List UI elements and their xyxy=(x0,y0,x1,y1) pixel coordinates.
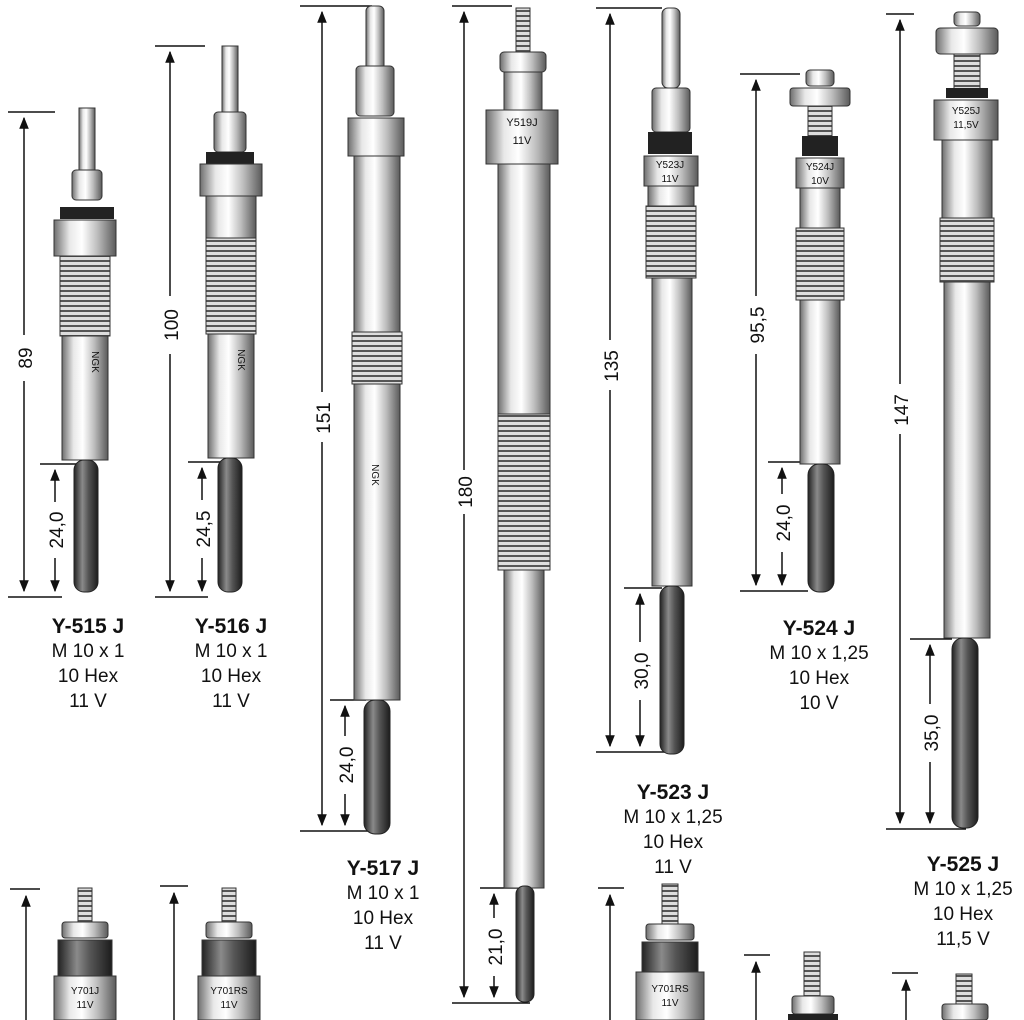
plug-stamp: Y701RS xyxy=(651,984,689,995)
plug-y524: 95,5 24,0 Y524J 10V xyxy=(740,69,851,593)
tip-dimension: 24,0 xyxy=(47,512,68,549)
tip-dimension: 24,0 xyxy=(774,505,795,542)
thread-spec: M 10 x 1 xyxy=(346,883,420,904)
length-dimension: 180 xyxy=(456,476,477,508)
plug-stamp: Y525J xyxy=(952,106,980,117)
plug-stamp: Y523J xyxy=(656,160,684,171)
label-y525: Y-525 J M 10 x 1,25 10 Hex 11,5 V xyxy=(878,852,1024,952)
plug-y525: 147 35,0 Y525J 11,5V xyxy=(886,11,999,830)
partial-plugs-row: Y701J 11V Y701RS 11V Y701RS 11V xyxy=(10,883,989,1020)
plug-stamp: NGK xyxy=(369,464,380,486)
hex-spec: 10 Hex xyxy=(932,904,994,925)
length-dimension: 135 xyxy=(602,350,623,382)
plug-y517: 151 24,0 NGK xyxy=(300,5,405,835)
hex-spec: 10 Hex xyxy=(200,666,262,687)
label-y524: Y-524 J M 10 x 1,25 10 Hex 10 V xyxy=(734,616,904,716)
length-dimension: 100 xyxy=(162,309,183,341)
part-number: Y-523 J xyxy=(636,781,710,804)
voltage-spec: 11 V xyxy=(69,691,107,712)
plug-stamp: 11V xyxy=(513,135,532,147)
voltage-spec: 11,5 V xyxy=(936,929,990,950)
thread-spec: M 10 x 1 xyxy=(194,641,268,662)
label-y523: Y-523 J M 10 x 1,25 10 Hex 11 V xyxy=(588,780,758,880)
plug-stamp: Y519J xyxy=(506,117,537,129)
tip-dimension: 21,0 xyxy=(486,929,507,966)
label-y516: Y-516 J M 10 x 1 10 Hex 11 V xyxy=(146,614,316,714)
plug-y519: 180 21,0 Y519J 11V xyxy=(452,5,559,1004)
plug-stamp: 10V xyxy=(811,176,829,187)
plug-stamp: 11V xyxy=(76,1000,93,1011)
part-number: Y-524 J xyxy=(782,617,856,640)
part-number: Y-525 J xyxy=(926,853,1000,876)
hex-spec: 10 Hex xyxy=(352,908,414,929)
plug-stamp: 11V xyxy=(661,174,678,185)
length-dimension: 89 xyxy=(16,347,37,368)
tip-dimension: 30,0 xyxy=(632,653,653,690)
voltage-spec: 11 V xyxy=(364,933,402,954)
voltage-spec: 11 V xyxy=(212,691,250,712)
plug-stamp: Y524J xyxy=(806,162,834,173)
plug-y516: 100 24,5 NGK xyxy=(155,45,263,598)
part-number: Y-515 J xyxy=(51,615,125,638)
hex-spec: 10 Hex xyxy=(788,668,850,689)
length-dimension: 151 xyxy=(314,402,335,434)
plug-stamp: NGK xyxy=(235,349,246,371)
plug-stamp: Y701RS xyxy=(210,986,248,997)
plug-stamp: 11V xyxy=(220,1000,237,1011)
label-y517: Y-517 J M 10 x 1 10 Hex 11 V xyxy=(298,856,468,956)
plug-y523: 135 30,0 Y523J 11V xyxy=(596,7,699,755)
voltage-spec: 10 V xyxy=(799,693,839,714)
part-number: Y-517 J xyxy=(346,857,420,880)
voltage-spec: 11 V xyxy=(654,857,692,878)
part-number: Y-516 J xyxy=(194,615,268,638)
plug-stamp: Y701J xyxy=(71,986,99,997)
hex-spec: 10 Hex xyxy=(57,666,119,687)
length-dimension: 147 xyxy=(892,394,913,426)
plug-stamp: NGK xyxy=(89,351,100,373)
plug-y515: 89 24,0 NGK xyxy=(8,107,117,598)
tip-dimension: 35,0 xyxy=(922,715,943,752)
tip-dimension: 24,0 xyxy=(337,747,358,784)
plug-stamp: 11,5V xyxy=(953,120,979,131)
plug-stamp: 11V xyxy=(661,998,678,1009)
thread-spec: M 10 x 1,25 xyxy=(623,807,723,828)
tip-dimension: 24,5 xyxy=(194,511,215,548)
thread-spec: M 10 x 1 xyxy=(51,641,125,662)
thread-spec: M 10 x 1,25 xyxy=(913,879,1013,900)
length-dimension: 95,5 xyxy=(748,307,769,344)
thread-spec: M 10 x 1,25 xyxy=(769,643,869,664)
hex-spec: 10 Hex xyxy=(642,832,704,853)
label-y515: Y-515 J M 10 x 1 10 Hex 11 V xyxy=(3,614,173,714)
